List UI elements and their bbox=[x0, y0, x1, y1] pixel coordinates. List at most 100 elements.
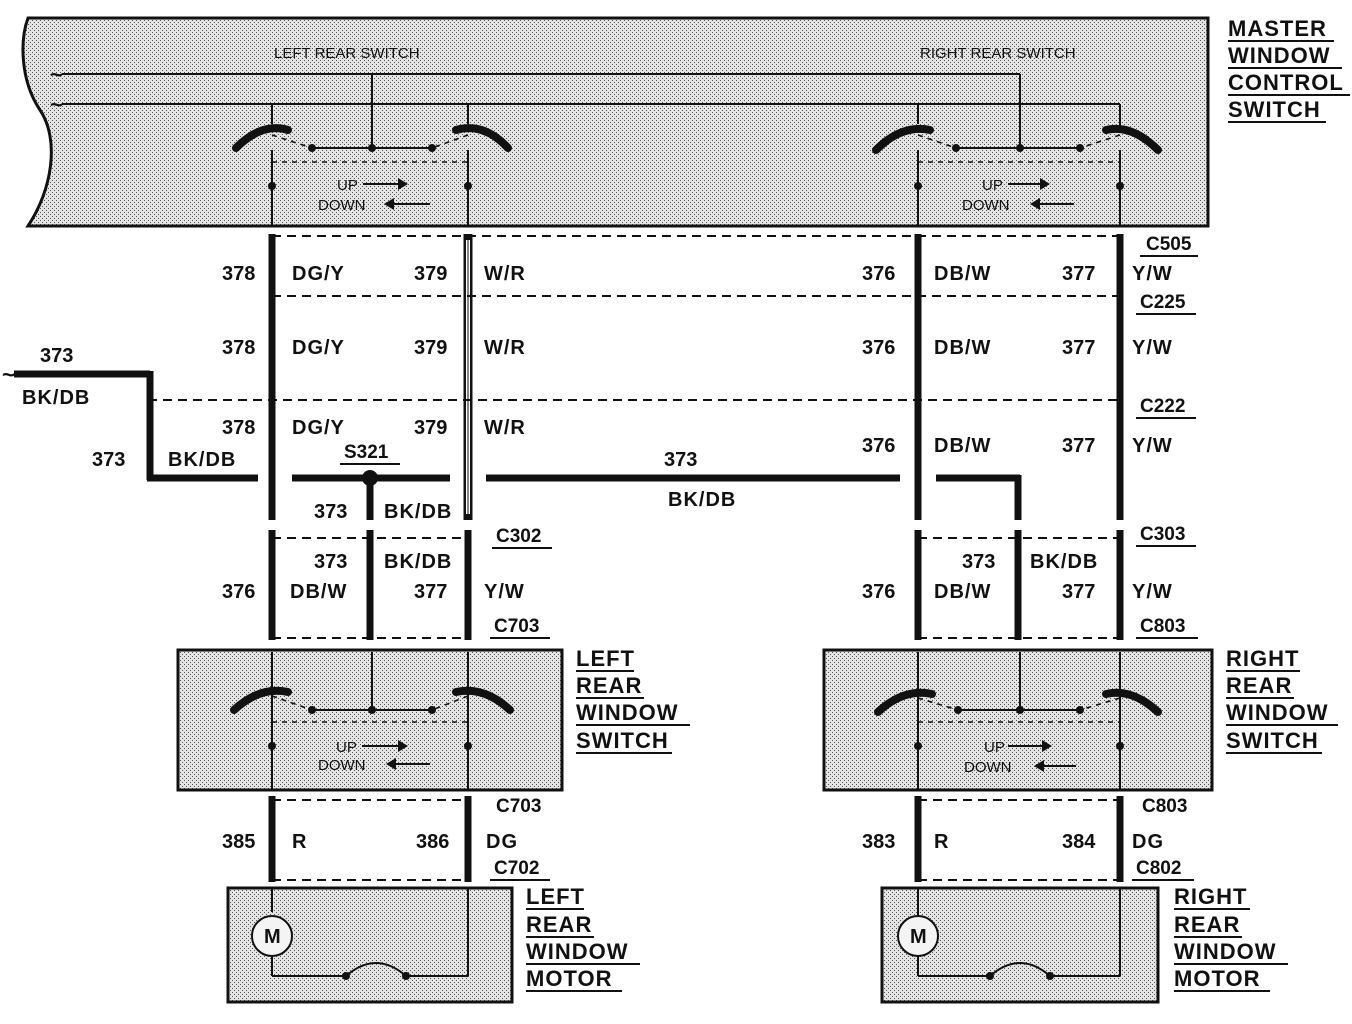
svg-text:377: 377 bbox=[414, 581, 447, 603]
connector-c222: C222 bbox=[1140, 396, 1185, 417]
svg-text:REAR: REAR bbox=[1226, 673, 1292, 698]
connector-c225: C225 bbox=[1140, 292, 1186, 313]
svg-text:377: 377 bbox=[1062, 581, 1095, 603]
right-motor-title: RIGHT REAR WINDOW MOTOR bbox=[1174, 884, 1288, 992]
left-switch-down-label: DOWN bbox=[318, 757, 366, 774]
svg-text:R: R bbox=[292, 831, 307, 853]
motor-icon bbox=[897, 915, 939, 957]
svg-text:WINDOW: WINDOW bbox=[1228, 43, 1331, 68]
connector-c703: C703 bbox=[494, 616, 539, 637]
svg-text:DB/W: DB/W bbox=[934, 581, 991, 603]
svg-text:MASTER: MASTER bbox=[1228, 16, 1327, 41]
left-motor-symbol: M bbox=[264, 926, 282, 948]
svg-text:REAR: REAR bbox=[1174, 912, 1240, 937]
svg-text:Y/W: Y/W bbox=[1132, 337, 1173, 359]
svg-text:379: 379 bbox=[414, 337, 447, 359]
master-right-switch-contacts bbox=[872, 125, 1162, 226]
up-arrow-icon bbox=[1042, 740, 1052, 752]
right-switch-title: RIGHT REAR WINDOW SWITCH bbox=[1226, 646, 1338, 754]
svg-text:377: 377 bbox=[1062, 435, 1095, 457]
svg-text:RIGHT: RIGHT bbox=[1226, 646, 1299, 671]
svg-text:BK/DB: BK/DB bbox=[384, 501, 452, 523]
left-rear-window-switch bbox=[176, 648, 564, 792]
master-switch-title: MASTER WINDOW CONTROL SWITCH bbox=[1228, 16, 1350, 123]
svg-text:SWITCH: SWITCH bbox=[1226, 728, 1319, 753]
up-arrow-icon bbox=[398, 178, 408, 190]
left-switch-title: LEFT REAR WINDOW SWITCH bbox=[576, 646, 690, 754]
down-arrow-icon bbox=[1030, 198, 1040, 210]
master-left-up-label: UP bbox=[337, 177, 358, 194]
svg-text:Y/W: Y/W bbox=[1132, 263, 1173, 285]
svg-text:Y/W: Y/W bbox=[1132, 581, 1173, 603]
svg-text:WINDOW: WINDOW bbox=[1226, 700, 1329, 725]
up-arrow-icon bbox=[1040, 178, 1050, 190]
svg-text:373: 373 bbox=[92, 449, 125, 471]
svg-text:MOTOR: MOTOR bbox=[526, 966, 612, 991]
svg-text:BK/DB: BK/DB bbox=[168, 449, 236, 471]
master-left-switch-contacts bbox=[232, 124, 512, 226]
svg-text:386: 386 bbox=[416, 831, 449, 853]
master-left-down-label: DOWN bbox=[318, 197, 366, 214]
svg-text:373: 373 bbox=[962, 551, 995, 573]
svg-text:DG/Y: DG/Y bbox=[292, 263, 345, 285]
svg-text:BK/DB: BK/DB bbox=[22, 387, 90, 409]
right-rear-switch-label: RIGHT REAR SWITCH bbox=[920, 45, 1076, 62]
svg-text:384: 384 bbox=[1062, 831, 1096, 853]
connector-c703-lower: C703 bbox=[496, 796, 541, 817]
right-motor-symbol: M bbox=[910, 926, 928, 948]
svg-text:SWITCH: SWITCH bbox=[1228, 97, 1321, 122]
svg-text:W/R: W/R bbox=[484, 337, 526, 359]
svg-text:DG: DG bbox=[486, 831, 518, 853]
connector-c702: C702 bbox=[494, 858, 539, 879]
master-right-up-label: UP bbox=[982, 177, 1003, 194]
connector-c802: C802 bbox=[1136, 858, 1181, 879]
svg-text:RIGHT: RIGHT bbox=[1174, 884, 1247, 909]
svg-text:376: 376 bbox=[862, 581, 895, 603]
down-arrow-icon bbox=[386, 758, 396, 770]
left-switch-up-label: UP bbox=[336, 739, 357, 756]
svg-text:DB/W: DB/W bbox=[934, 337, 991, 359]
svg-text:377: 377 bbox=[1062, 263, 1095, 285]
svg-text:385: 385 bbox=[222, 831, 255, 853]
left-rear-window-motor bbox=[226, 886, 514, 1004]
left-motor-title: LEFT REAR WINDOW MOTOR bbox=[526, 884, 640, 992]
svg-text:WINDOW: WINDOW bbox=[576, 700, 679, 725]
right-switch-down-label: DOWN bbox=[964, 759, 1012, 776]
svg-text:379: 379 bbox=[414, 263, 447, 285]
up-arrow-icon bbox=[398, 740, 408, 752]
upper-wires bbox=[268, 234, 1124, 520]
svg-text:379: 379 bbox=[414, 417, 447, 439]
connector-c803: C803 bbox=[1140, 616, 1185, 637]
svg-text:SWITCH: SWITCH bbox=[576, 728, 669, 753]
down-arrow-icon bbox=[384, 198, 394, 210]
svg-text:378: 378 bbox=[222, 263, 255, 285]
svg-text:DB/W: DB/W bbox=[934, 263, 991, 285]
svg-text:MOTOR: MOTOR bbox=[1174, 966, 1260, 991]
svg-text:LEFT: LEFT bbox=[526, 884, 585, 909]
svg-text:BK/DB: BK/DB bbox=[384, 551, 452, 573]
master-right-down-label: DOWN bbox=[962, 197, 1010, 214]
splice-s321-dot bbox=[362, 470, 378, 486]
master-switch-box: ~ ~ bbox=[21, 16, 1210, 228]
connector-c302: C302 bbox=[496, 526, 541, 547]
svg-text:376: 376 bbox=[862, 337, 895, 359]
svg-text:373: 373 bbox=[314, 501, 347, 523]
svg-text:DG: DG bbox=[1132, 831, 1164, 853]
right-rear-window-switch bbox=[822, 648, 1214, 792]
svg-text:~: ~ bbox=[50, 62, 64, 87]
connector-c505: C505 bbox=[1146, 234, 1192, 255]
down-arrow-icon bbox=[1034, 760, 1044, 772]
right-switch-up-label: UP bbox=[984, 739, 1005, 756]
svg-text:~: ~ bbox=[2, 362, 16, 387]
svg-text:WINDOW: WINDOW bbox=[1174, 939, 1277, 964]
svg-text:WINDOW: WINDOW bbox=[526, 939, 629, 964]
svg-text:~: ~ bbox=[50, 92, 64, 117]
svg-text:REAR: REAR bbox=[576, 673, 642, 698]
svg-text:376: 376 bbox=[862, 435, 895, 457]
svg-text:DG/Y: DG/Y bbox=[292, 417, 345, 439]
svg-text:373: 373 bbox=[314, 551, 347, 573]
svg-text:LEFT: LEFT bbox=[576, 646, 635, 671]
svg-text:377: 377 bbox=[1062, 337, 1095, 359]
connector-c303: C303 bbox=[1140, 524, 1185, 545]
